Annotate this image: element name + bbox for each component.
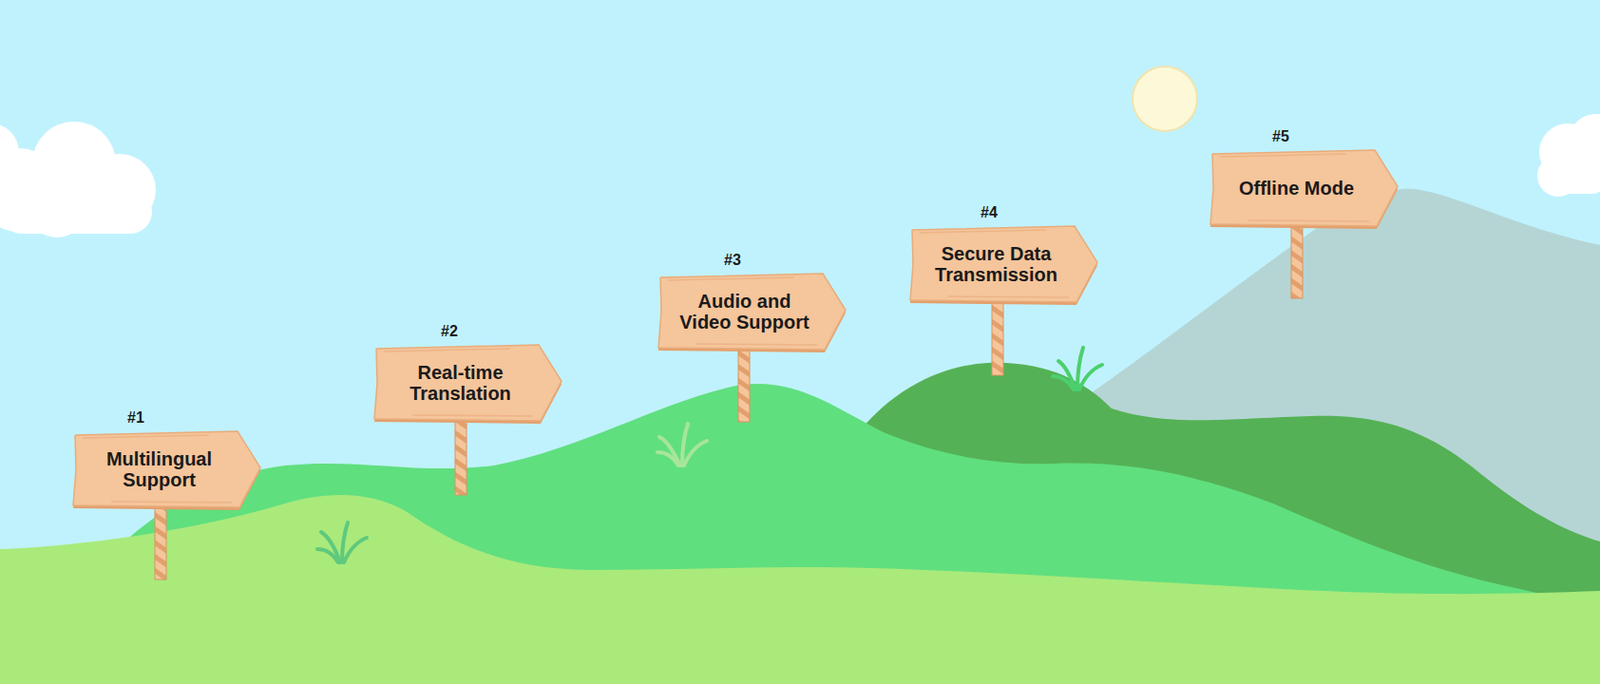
board-face xyxy=(910,226,1098,303)
sign-board: Multilingual Support xyxy=(73,431,261,508)
board-face xyxy=(1210,150,1398,227)
cloud xyxy=(1537,114,1600,197)
wood-grain xyxy=(82,435,210,439)
callout-number: #4 xyxy=(980,204,998,222)
wood-grain xyxy=(948,296,1069,298)
sun xyxy=(1132,66,1198,132)
foreground xyxy=(0,495,1600,684)
signpost: #2Real-time Translation xyxy=(374,323,562,421)
board-face xyxy=(374,344,562,421)
wood-grain xyxy=(111,501,232,503)
sign-label: Audio and Video Support xyxy=(658,273,846,333)
wood-grain xyxy=(919,229,1047,233)
callout-number: #2 xyxy=(440,323,458,341)
wood-grain xyxy=(696,343,818,345)
sign-board: Offline Mode xyxy=(1210,150,1398,227)
sign-label: Secure Data Transmission xyxy=(910,226,1098,286)
cloud xyxy=(0,121,156,238)
wood-grain xyxy=(1219,153,1347,157)
sign-label: Multilingual Support xyxy=(73,431,261,491)
wood-grain xyxy=(383,348,511,352)
signpost: #5Offline Mode xyxy=(1210,128,1398,227)
wood-grain xyxy=(667,277,795,281)
board-face xyxy=(73,431,261,508)
callout-number: #5 xyxy=(1272,128,1290,146)
grass-tuft xyxy=(657,423,707,466)
callout-number: #3 xyxy=(723,251,742,269)
grass-tuft xyxy=(317,522,367,563)
signpost: #4Secure Data Transmission xyxy=(910,204,1098,303)
board-face xyxy=(658,273,846,350)
wood-grain xyxy=(1248,220,1370,222)
sign-board: Audio and Video Support xyxy=(658,273,846,350)
signpost: #3Audio and Video Support xyxy=(658,251,846,350)
signpost: #1Multilingual Support xyxy=(73,409,261,508)
callout-number: #1 xyxy=(127,409,145,427)
grass-tuft xyxy=(1052,347,1103,390)
sign-label: Real-time Translation xyxy=(374,344,562,404)
sign-post xyxy=(154,218,1303,580)
wood-grain xyxy=(412,415,534,417)
sign-label: Offline Mode xyxy=(1210,150,1398,199)
sign-board: Secure Data Transmission xyxy=(910,226,1098,303)
sign-board: Real-time Translation xyxy=(374,344,562,421)
